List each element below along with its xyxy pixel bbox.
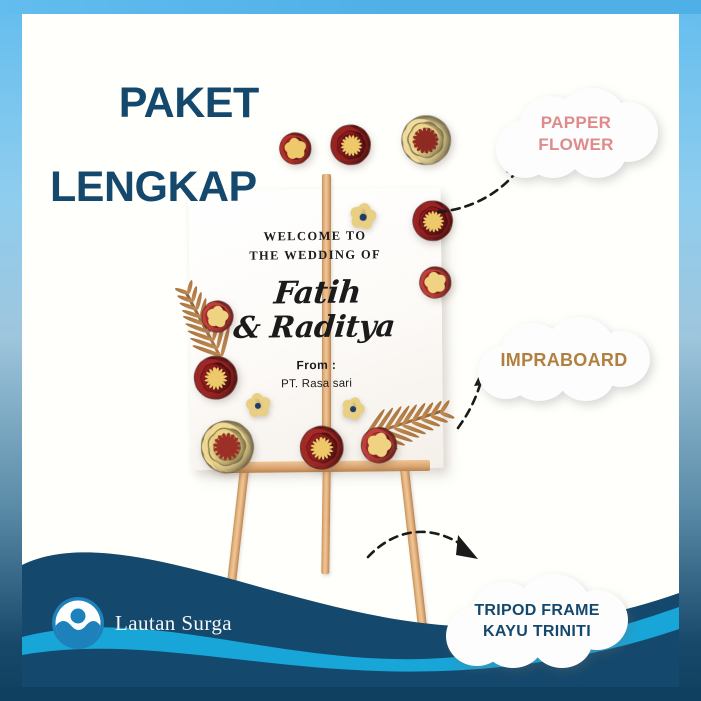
callout-papper-flower[interactable]: PAPPER FLOWER xyxy=(490,86,662,182)
callout-tripod-frame[interactable]: TRIPOD FRAME KAYU TRINITI xyxy=(442,572,632,672)
callout-line-1: TRIPOD FRAME xyxy=(474,602,600,620)
callout-label-papper-flower: PAPPER FLOWER xyxy=(490,86,662,182)
cloud-body xyxy=(490,339,638,389)
brand-logo xyxy=(50,595,106,651)
callout-label-impraboard: IMPRABOARD xyxy=(474,317,654,405)
callout-impraboard[interactable]: IMPRABOARD xyxy=(474,317,654,405)
couple-name-1: Fatih xyxy=(272,274,363,312)
callout-line-2: KAYU TRINITI xyxy=(483,623,591,640)
flower-center xyxy=(204,305,230,330)
callout-line-2: FLOWER xyxy=(538,135,614,154)
wave-sun-circle-icon xyxy=(52,597,104,649)
headline-line-1: PAKET xyxy=(118,79,260,128)
frame-edge-top xyxy=(0,0,701,14)
page-title: PAKET LENGKAP xyxy=(50,40,259,293)
frame-edge-left xyxy=(0,0,22,701)
frame-edge-right xyxy=(679,0,701,701)
cloud-body xyxy=(508,112,644,164)
poster-canvas: PAKET LENGKAP WELCOME TO THE WEDDING OF … xyxy=(22,14,679,687)
small-blossom-left xyxy=(243,391,274,422)
callout-line-1: PAPPER xyxy=(540,112,612,132)
small-blossom-top xyxy=(346,200,381,235)
headline-line-2: LENGKAP xyxy=(50,163,257,212)
brand-lockup: Lautan Surga xyxy=(50,595,232,651)
flower-center xyxy=(283,137,308,162)
callout-label-tripod-frame: TRIPOD FRAME KAYU TRINITI xyxy=(442,572,632,672)
brand-name: Lautan Surga xyxy=(115,610,232,635)
frame-edge-bottom xyxy=(0,687,701,701)
callout-line-1: IMPRABOARD xyxy=(500,350,628,371)
easel-back-post xyxy=(322,174,331,466)
